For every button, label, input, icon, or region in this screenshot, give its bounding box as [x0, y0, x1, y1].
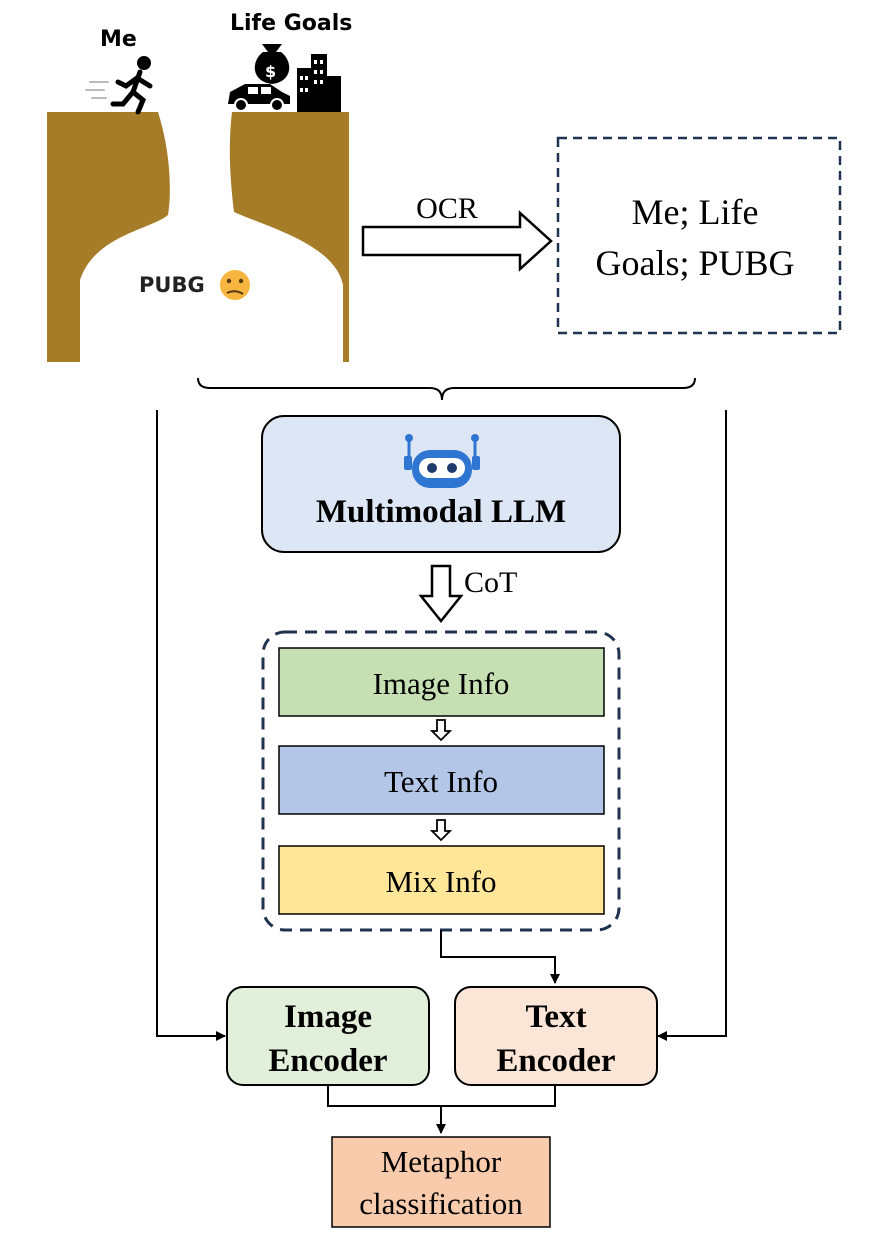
text-encoder-line1: Text [525, 999, 586, 1035]
ocr-arrow: OCR [361, 192, 553, 272]
robot-icon [404, 434, 480, 488]
step-arrow-1 [429, 719, 453, 742]
ocr-output-line2: Goals; PUBG [595, 243, 794, 283]
step-text-info-box [278, 745, 605, 815]
ocr-output-line1: Me; Life [632, 192, 759, 232]
connector-cot-to-text-encoder [440, 930, 560, 984]
svg-text:$: $ [265, 62, 276, 81]
meme-label-me: Me [100, 27, 137, 52]
ocr-label: OCR [416, 192, 478, 225]
step-mix-info-label: Mix Info [385, 864, 496, 899]
confused-face-icon [220, 270, 250, 300]
ocr-arrow-shape [361, 210, 553, 272]
text-encoder-line2: Encoder [496, 1043, 615, 1079]
text-encoder-background [454, 986, 658, 1086]
classification-line1: Metaphor [381, 1144, 502, 1179]
meme-label-life-goals: Life Goals [230, 11, 352, 36]
connectors [156, 410, 727, 1134]
classification-background [331, 1136, 551, 1228]
step-image-info-label: Image Info [373, 666, 510, 701]
image-encoder-line1: Image [284, 999, 372, 1035]
connector-encoders-merge [327, 1085, 556, 1107]
metaphor-classification-box: Metaphor classification [331, 1136, 551, 1228]
meme-hole [80, 112, 343, 362]
llm-title: Multimodal LLM [316, 494, 566, 530]
classification-line2: classification [359, 1186, 523, 1221]
text-encoder-box: Text Encoder [454, 986, 658, 1086]
running-man-icon [85, 56, 153, 115]
connector-image-to-image-encoder [156, 410, 226, 1041]
image-encoder-background [226, 986, 430, 1086]
car-icon [228, 84, 290, 112]
image-encoder-line2: Encoder [268, 1043, 387, 1079]
cot-arrow-shape [418, 564, 464, 624]
connector-ocr-to-text-encoder [657, 410, 727, 1041]
money-bag-icon: $ [254, 44, 290, 84]
step-text-info-label: Text Info [384, 764, 498, 799]
cot-arrow: CoT [418, 564, 517, 624]
multimodal-llm-box: Multimodal LLM [261, 415, 621, 553]
buildings-icon [297, 54, 341, 112]
curly-brace [197, 377, 696, 401]
step-arrow-2 [429, 819, 453, 842]
ocr-output-border [556, 136, 842, 335]
image-encoder-box: Image Encoder [226, 986, 430, 1086]
step-mix-info-box [278, 845, 605, 915]
step-image-info-box [278, 647, 605, 717]
meme-label-pubg: PUBG [139, 273, 205, 297]
cot-label: CoT [464, 566, 517, 599]
meme-image: Me Life Goals $ [47, 11, 352, 362]
ocr-output-box: Me; Life Goals; PUBG [556, 136, 842, 335]
cot-steps-container: Image Info Text Info Mix Info [261, 630, 621, 932]
